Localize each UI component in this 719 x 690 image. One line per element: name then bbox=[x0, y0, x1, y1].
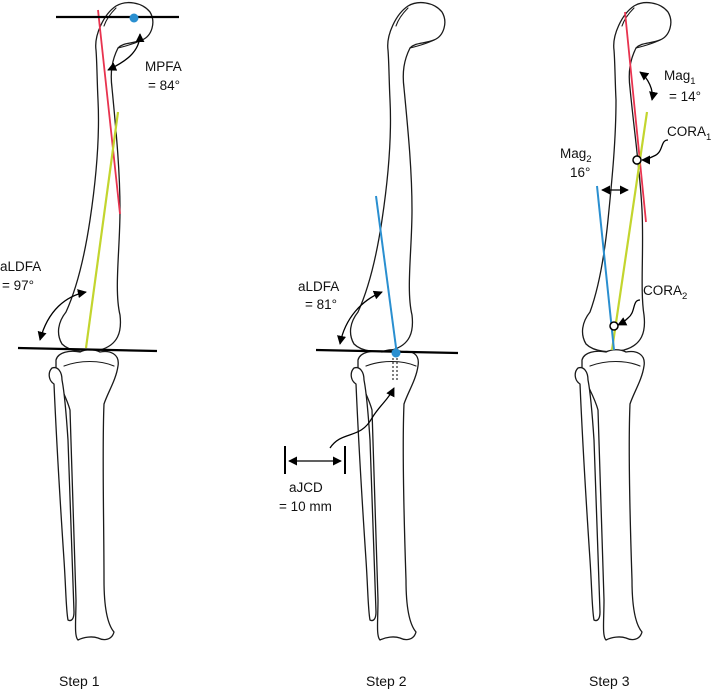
tibia-plateau-line bbox=[365, 360, 417, 367]
mag2-subscript: 2 bbox=[586, 154, 591, 165]
femur-trochanter-line bbox=[621, 7, 635, 27]
aldfa-angle-arrow-2 bbox=[337, 290, 383, 345]
mag2-base: Mag bbox=[560, 146, 586, 161]
step-2-caption: Step 2 bbox=[366, 673, 407, 689]
fibula-bone bbox=[350, 366, 377, 622]
knee-joint-line bbox=[17, 346, 158, 353]
mpfa-value: = 84° bbox=[148, 78, 180, 93]
aldfa-label-step1: aLDFA bbox=[0, 259, 41, 274]
cora1-subscript: 1 bbox=[706, 132, 711, 143]
step-3-caption: Step 3 bbox=[589, 673, 630, 689]
aldfa-value-step1: = 97° bbox=[2, 278, 34, 293]
femur-neck-line bbox=[409, 39, 435, 49]
ajcd-value: = 10 mm bbox=[279, 499, 332, 514]
panel-step-1: MPFA = 84° aLDFA = 97° Step 1 bbox=[0, 1, 182, 689]
knee-center-dot bbox=[391, 348, 401, 358]
mag1-base: Mag bbox=[664, 68, 690, 83]
tibia-plateau-line bbox=[589, 360, 641, 367]
panel-step-3: Mag1 = 14° CORA1 Mag2 16° CORA2 Step 3 bbox=[560, 1, 711, 689]
anatomic-axis-green-line bbox=[610, 111, 649, 351]
mechanical-axis-red-line bbox=[624, 11, 647, 223]
cora1-base: CORA bbox=[667, 124, 706, 139]
cora2-pointer-arrow bbox=[617, 299, 641, 326]
mag2-value: 16° bbox=[570, 165, 590, 180]
knee-joint-line bbox=[315, 348, 459, 355]
ajcd-label: aJCD bbox=[289, 480, 323, 495]
fibula-bone bbox=[574, 366, 601, 622]
femur-bone bbox=[57, 1, 154, 353]
mag1-angle-arrow bbox=[639, 71, 659, 101]
mechanical-axis-red-line bbox=[97, 9, 121, 215]
mag2-label: Mag2 bbox=[560, 146, 592, 165]
cora2-base: CORA bbox=[643, 283, 682, 298]
cora-1-point bbox=[632, 155, 642, 165]
mag1-label: Mag1 bbox=[664, 68, 696, 87]
cora-2-point bbox=[609, 321, 619, 331]
cora1-pointer-arrow bbox=[641, 139, 669, 165]
tibia-bone bbox=[581, 349, 645, 641]
cora2-subscript: 2 bbox=[682, 291, 687, 302]
fibula-bone bbox=[48, 366, 75, 622]
mag1-value: = 14° bbox=[669, 89, 701, 104]
tibia-bone bbox=[55, 349, 119, 641]
femur-trochanter-line bbox=[395, 7, 409, 27]
femur-bone bbox=[581, 1, 672, 353]
anatomic-axis-blue-line bbox=[375, 195, 398, 356]
aldfa-value-step2: = 81° bbox=[305, 297, 337, 312]
tibia-plateau-line bbox=[63, 360, 115, 367]
aldfa-angle-arrow-1 bbox=[37, 289, 87, 341]
step-1-caption: Step 1 bbox=[59, 673, 100, 689]
cora2-label: CORA2 bbox=[643, 283, 687, 302]
femur-bone bbox=[349, 1, 446, 353]
ajcd-pointer-arrow bbox=[329, 387, 395, 449]
mag1-subscript: 1 bbox=[690, 76, 695, 87]
mpfa-label: MPFA bbox=[145, 59, 182, 74]
anatomic-axis-green-line bbox=[84, 111, 120, 349]
femoral-head-center-dot bbox=[129, 13, 139, 23]
panel-step-2: aLDFA = 81° aJCD = 10 mm Step 2 bbox=[279, 1, 459, 689]
mpfa-angle-arrow bbox=[107, 33, 145, 71]
cora1-label: CORA1 bbox=[667, 124, 711, 143]
aldfa-label-step2: aLDFA bbox=[298, 279, 339, 294]
femur-neck-line bbox=[635, 39, 661, 49]
